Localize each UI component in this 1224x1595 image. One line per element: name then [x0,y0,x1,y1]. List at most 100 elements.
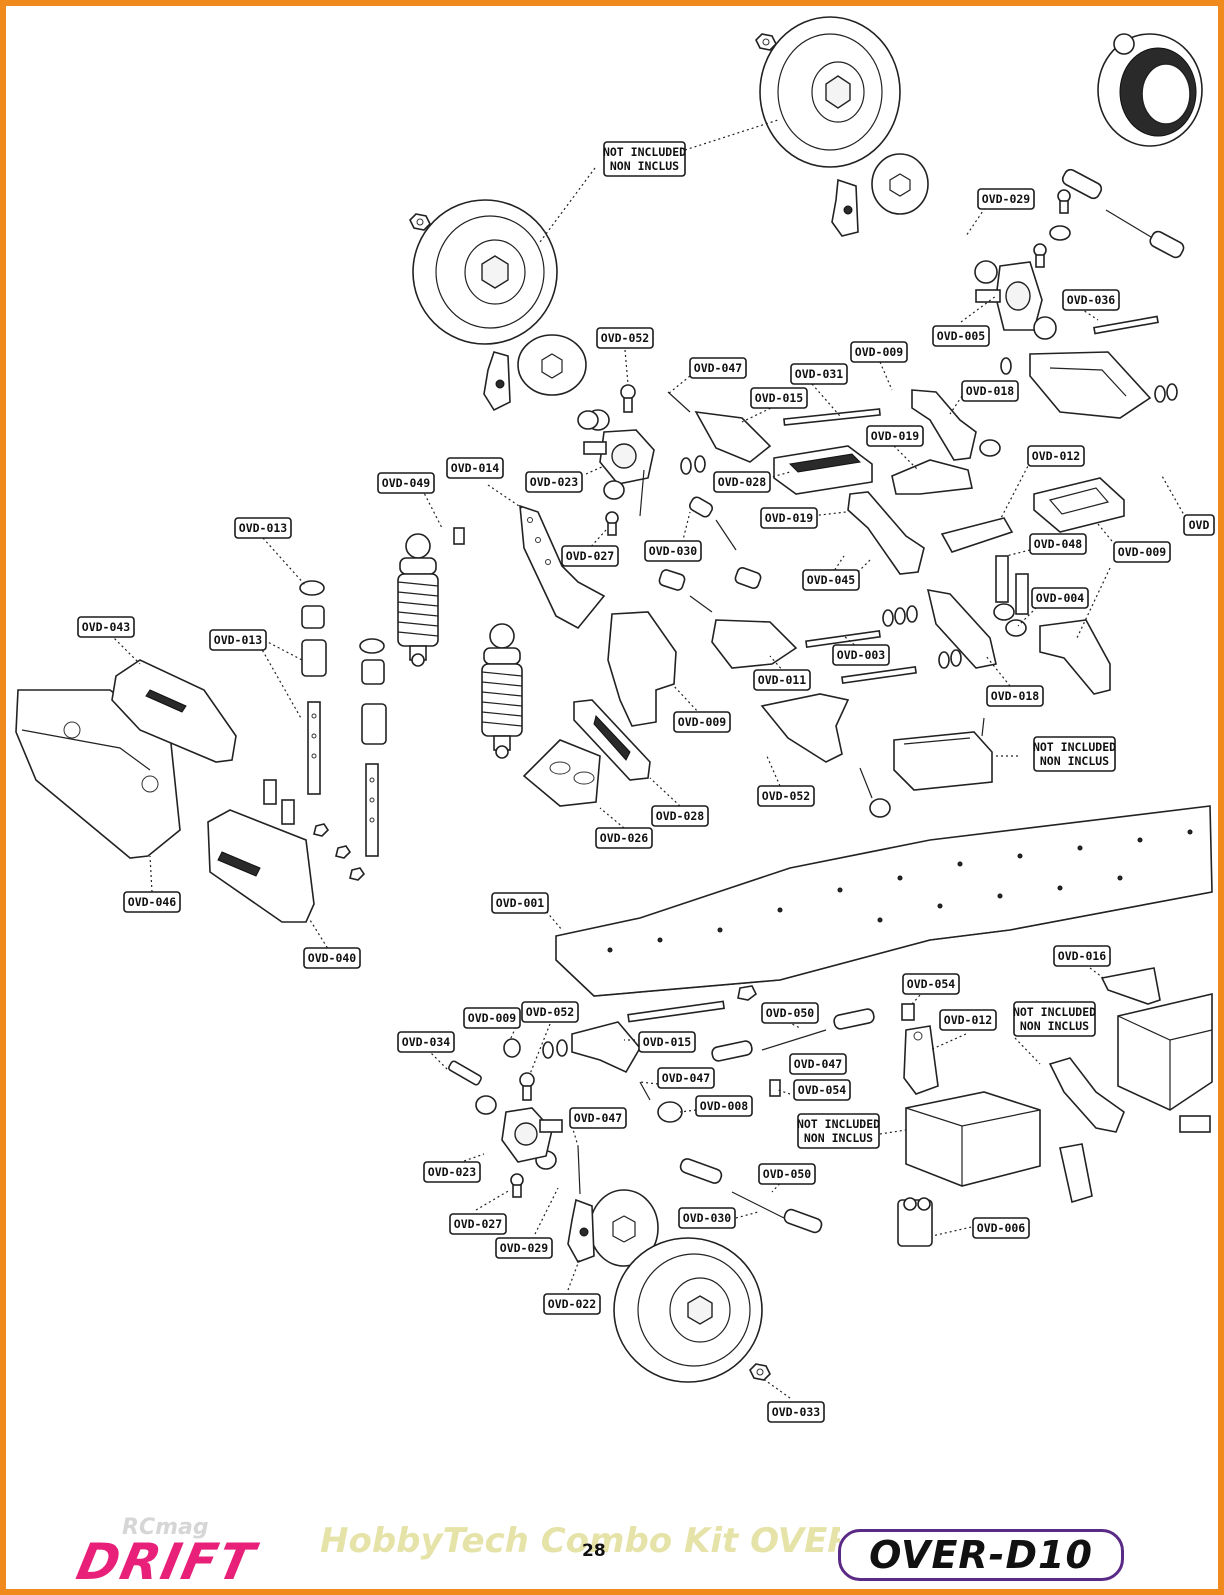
hinge-pin [627,1000,725,1023]
svg-text:OVD-016: OVD-016 [1058,949,1107,963]
label-ovd-023: OVD-023 [525,471,583,493]
svg-text:OVD-019: OVD-019 [765,511,814,525]
label-ovd-047: OVD-047 [689,357,747,379]
label-ovd-015: OVD-015 [750,387,808,409]
svg-text:OVD-023: OVD-023 [428,1165,477,1179]
label-ovd-001: OVD-001 [491,892,549,914]
label-ovd-052: OVD-052 [521,1001,579,1023]
wheel-rear-top [759,16,901,168]
shim-stack [542,357,1178,1059]
label-ovd-012: OVD-012 [939,1009,997,1031]
ball-stud [1057,189,1071,214]
caliper-bracket [483,351,511,412]
svg-text:OVD-029: OVD-029 [982,192,1031,206]
rear-driveshaft [1061,168,1185,259]
rear-knuckle [501,1107,563,1163]
label-ovd-015: OVD-015 [638,1031,696,1053]
label-ovd-050: OVD-050 [761,1002,819,1024]
svg-text:OVD-013: OVD-013 [239,521,288,535]
over-d10-logo: OVER-D10 [838,1529,1124,1581]
label-ovd-028: OVD-028 [651,805,709,827]
svg-text:OVD-052: OVD-052 [762,789,810,803]
bumper-top-plate [111,659,237,763]
steering-post [1048,1057,1125,1133]
hinge-pin [783,408,881,426]
label-ovd-003: OVD-003 [832,644,890,666]
label-ovd-022: OVD-022 [543,1293,601,1315]
body-post [359,638,387,857]
svg-text:OVD-019: OVD-019 [871,429,920,443]
svg-text:OVD-022: OVD-022 [548,1297,596,1311]
title-watermark: HobbyTech Combo Kit OVER-D10 [320,1521,840,1561]
ball-stud [519,1072,535,1101]
svg-text:OVD-027: OVD-027 [566,549,615,563]
label-ovd-030: OVD-030 [678,1207,736,1229]
main-chassis [555,805,1213,997]
svg-text:OVD-018: OVD-018 [966,384,1015,398]
label-ovd-013: OVD-013 [209,629,267,651]
ball-stud [510,1173,524,1198]
svg-text:NOT INCLUDED: NOT INCLUDED [603,145,686,159]
label-ovd-045: OVD-045 [802,569,860,591]
body-post [299,580,327,795]
label-ovd-edge: OVD [1183,514,1215,536]
turnbuckle [639,469,645,517]
svg-text:NON INCLUS: NON INCLUS [610,159,679,173]
label-ovd-040: OVD-040 [303,947,361,969]
front-arm-mount [773,445,873,495]
svg-text:OVD-036: OVD-036 [1067,293,1116,307]
svg-text:OVD-015: OVD-015 [643,1035,692,1049]
svg-text:OVD-049: OVD-049 [382,476,431,490]
svg-text:OVD-047: OVD-047 [574,1111,623,1125]
svg-text:OVD-004: OVD-004 [1036,591,1085,605]
label-ovd-036: OVD-036 [1062,289,1120,311]
label-ovd-008: OVD-008 [695,1095,753,1117]
label-ovd-005: OVD-005 [932,325,990,347]
steering-link [940,517,1014,553]
bumper-lower-plate [207,809,315,923]
label-not-included: NOT INCLUDED NON INCLUS [1033,736,1116,772]
svg-text:OVD-028: OVD-028 [656,809,705,823]
label-ovd-052: OVD-052 [757,785,815,807]
svg-text:OVD-026: OVD-026 [600,831,649,845]
svg-text:OVD-033: OVD-033 [772,1405,821,1419]
label-ovd-018: OVD-018 [961,380,1019,402]
label-ovd-047: OVD-047 [789,1053,847,1075]
front-shock-tower [519,504,606,630]
label-ovd-027: OVD-027 [449,1213,507,1235]
servo [905,1091,1041,1187]
svg-text:OVD-047: OVD-047 [694,361,743,375]
label-ovd-009: OVD-009 [463,1007,521,1029]
label-ovd-043: OVD-043 [77,616,135,638]
svg-text:OVD-040: OVD-040 [308,951,357,965]
label-ovd-019: OVD-019 [760,507,818,529]
svg-text:OVD-031: OVD-031 [795,367,844,381]
svg-text:OVD-009: OVD-009 [1118,545,1167,559]
svg-text:OVD-029: OVD-029 [500,1241,549,1255]
turnbuckle [667,391,691,413]
spacer [263,527,465,825]
rod-end [658,496,891,818]
svg-text:OVD-013: OVD-013 [214,633,263,647]
svg-text:NON INCLUS: NON INCLUS [804,1131,873,1145]
bumper-mount [1039,619,1111,695]
svg-text:OVD: OVD [1189,518,1210,532]
label-ovd-034: OVD-034 [397,1031,455,1053]
post-mount [897,1197,933,1247]
front-bulkhead [607,611,677,727]
rear-upper-arm [571,1021,641,1074]
svg-text:OVD-047: OVD-047 [662,1071,711,1085]
nut [313,823,758,1001]
label-ovd-047: OVD-047 [569,1107,627,1129]
rcmag-watermark: RCmag [122,1515,209,1540]
svg-text:OVD-003: OVD-003 [837,648,886,662]
svg-text:OVD-052: OVD-052 [526,1005,574,1019]
label-ovd-012: OVD-012 [1027,445,1085,467]
hinge-pin [805,629,881,649]
turnbuckle [577,1145,581,1195]
label-ovd-033: OVD-033 [767,1401,825,1423]
svg-text:OVD-050: OVD-050 [766,1006,815,1020]
ball-stud [769,1003,915,1097]
hex-hub-disc [871,153,929,215]
